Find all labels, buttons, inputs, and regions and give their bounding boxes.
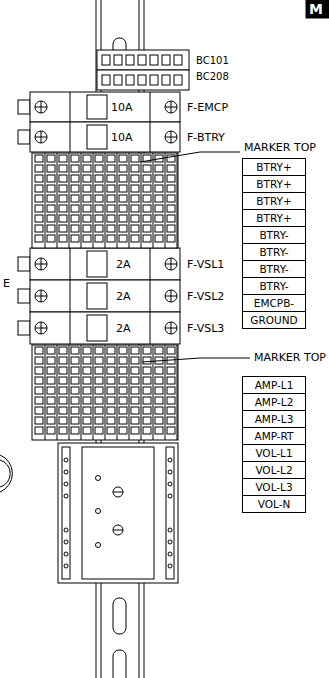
fuse-name: F-EMCP [186, 102, 229, 113]
table-cell: BTRY+ [242, 209, 306, 227]
table-cell: BTRY- [242, 260, 306, 278]
table-cell: VOL-N [242, 495, 306, 513]
fuse-holder: 2A F-VSL1 [30, 248, 260, 280]
cut-text: E [3, 278, 10, 289]
fuse-holder: 10A F-EMCP [30, 92, 260, 122]
table-cell: VOL-L1 [242, 444, 306, 462]
fuse-rating: 10A [110, 102, 134, 113]
table-cell: GROUND [242, 311, 306, 329]
table-cell: BTRY- [242, 277, 306, 295]
fuse-name: F-VSL2 [186, 291, 225, 302]
table-cell: BTRY+ [242, 158, 306, 176]
table-cell: BTRY+ [242, 175, 306, 193]
table-cell: BTRY- [242, 243, 306, 261]
table-cell: BTRY+ [242, 192, 306, 210]
fuse-name: F-VSL1 [186, 259, 225, 270]
fuse-name: F-VSL3 [186, 323, 225, 334]
block-id: BC208 [196, 72, 229, 82]
fuse-rating: 2A [115, 259, 132, 270]
table-cell: AMP-L1 [242, 376, 306, 394]
fuse-holder: 10A F-BTRY [30, 122, 260, 152]
table-cell: VOL-L2 [242, 461, 306, 479]
fuse-rating: 2A [115, 291, 132, 302]
table-cell: AMP-L2 [242, 393, 306, 411]
marker-heading: MARKER TOP [244, 142, 316, 153]
table-cell: AMP-RT [242, 427, 306, 445]
fuse-rating: 10A [110, 132, 134, 143]
block-id: BC101 [196, 56, 229, 66]
table-cell: VOL-L3 [242, 478, 306, 496]
table-cell: AMP-L3 [242, 410, 306, 428]
marker-heading: MARKER TOP [254, 352, 326, 363]
fuse-holder: 2A F-VSL2 [30, 280, 260, 312]
table-cell: BTRY- [242, 226, 306, 244]
fuse-rating: 2A [115, 323, 132, 334]
table-cell: EMCPB- [242, 294, 306, 312]
fuse-name: F-BTRY [186, 132, 226, 143]
title-fragment: M [309, 2, 323, 16]
fuse-holder: 2A F-VSL3 [30, 312, 260, 344]
